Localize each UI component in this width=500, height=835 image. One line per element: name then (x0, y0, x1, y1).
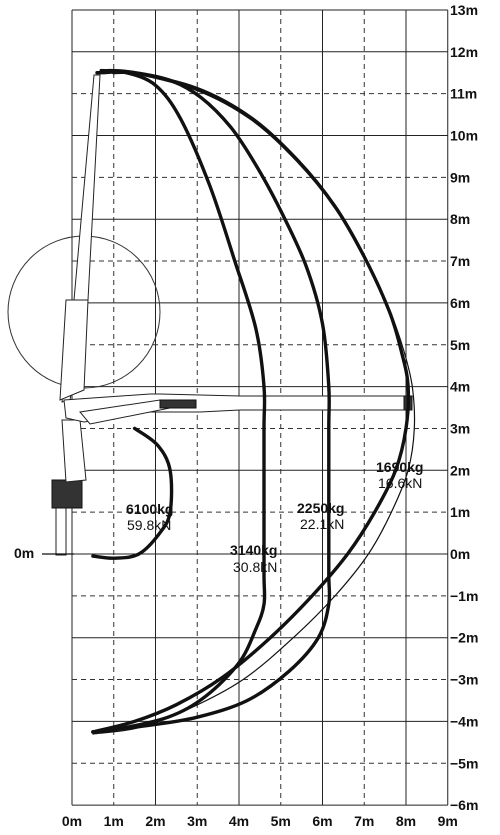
load-label-kn: 22.1kN (300, 516, 344, 532)
load-label-kg: 3140kg (230, 542, 277, 558)
load-label-kg: 6100kg (126, 501, 173, 517)
axis-tick-labels: 0m 1m 2m 3m 4m 5m 6m 7m 8m 9m 13m 12m 11m 10m 9m 8m 7m 6m… (62, 2, 479, 829)
y-tick-label: −1m (450, 588, 478, 604)
y-tick-label: −3m (450, 672, 478, 688)
x-tick-label: 8m (396, 813, 416, 829)
y-tick-label: 10m (450, 128, 478, 144)
load-curve (92, 71, 416, 735)
y-tick-label: 9m (450, 169, 470, 185)
y-tick-label: 2m (450, 462, 470, 478)
origin-label: 0m (14, 545, 34, 561)
y-tick-label: −2m (450, 630, 478, 646)
y-tick-label: 4m (450, 379, 470, 395)
crane-raised-boom-lower (59, 299, 89, 401)
load-curve (91, 70, 267, 734)
load-curves (91, 68, 416, 735)
x-tick-label: 6m (312, 813, 332, 829)
y-tick-label: 12m (450, 44, 478, 60)
load-label-kg: 1690kg (376, 459, 423, 475)
y-tick-label: −5m (450, 755, 478, 771)
y-tick-label: −4m (450, 713, 478, 729)
load-label-kn: 30.8kN (233, 559, 277, 575)
x-tick-label: 1m (104, 813, 124, 829)
y-tick-label: 0m (450, 546, 470, 562)
y-tick-label: −6m (450, 797, 478, 813)
x-tick-label: 0m (62, 813, 82, 829)
y-tick-label: 8m (450, 211, 470, 227)
load-curve (91, 68, 411, 734)
y-tick-label: 7m (450, 253, 470, 269)
x-tick-label: 9m (438, 813, 458, 829)
crane-inner-arm (61, 419, 87, 483)
y-tick-label: 6m (450, 295, 470, 311)
x-tick-label: 4m (229, 813, 249, 829)
load-label-kg: 2250kg (297, 500, 344, 516)
load-label-kn: 16.6kN (378, 475, 422, 491)
load-labels: 6100kg 59.8kN 3140kg 30.8kN 2250kg 22.1k… (126, 459, 423, 575)
x-tick-label: 7m (354, 813, 374, 829)
x-tick-label: 2m (145, 813, 165, 829)
crane-illustration (7, 74, 413, 556)
crane-base (51, 479, 83, 509)
y-tick-label: 1m (450, 504, 470, 520)
x-tick-label: 5m (271, 813, 291, 829)
y-tick-label: 11m (450, 86, 477, 102)
load-label-kn: 59.8kN (127, 517, 171, 533)
load-curve (91, 426, 174, 560)
load-curve (91, 70, 332, 734)
y-tick-label: 3m (450, 420, 470, 436)
y-tick-label: 13m (450, 2, 478, 18)
x-tick-label: 3m (187, 813, 207, 829)
y-tick-label: 5m (450, 337, 470, 353)
crane-hydraulic (159, 399, 197, 409)
